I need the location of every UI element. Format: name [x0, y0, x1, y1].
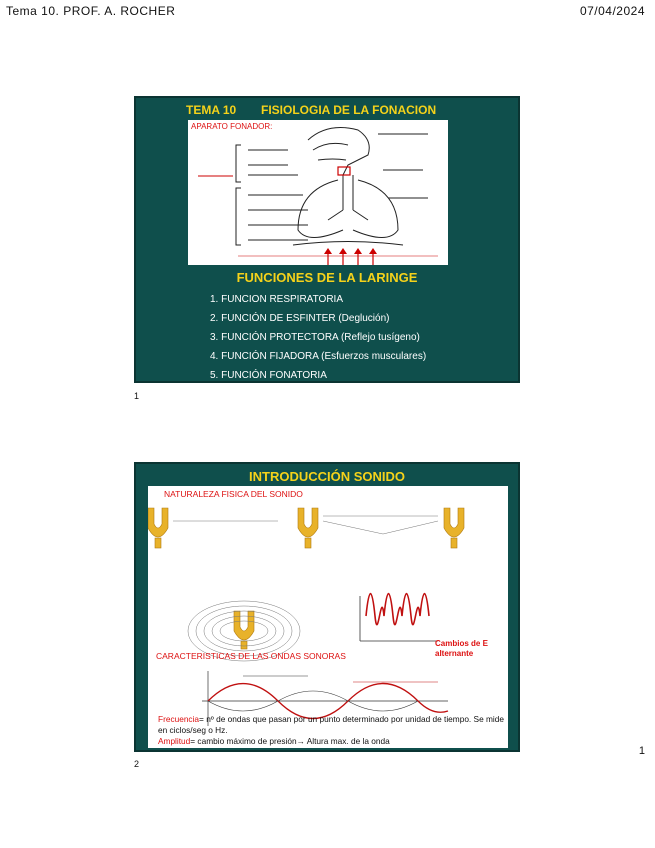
slide-1-subtitle: FUNCIONES DE LA LARINGE — [136, 270, 518, 285]
document-header-date: 07/04/2024 — [580, 4, 645, 18]
sound-wave-diagram: NATURALEZA FISICA DEL SONIDO — [148, 486, 508, 748]
frequency-definition: = nº de ondas que pasan por un punto det… — [158, 714, 504, 735]
list-item: 4. FUNCIÓN FIJADORA (Esfuerzos musculare… — [210, 347, 426, 366]
slide-1: TEMA 10 FISIOLOGIA DE LA FONACION APARAT… — [134, 96, 520, 383]
wave-characteristics-label: CARACTERISTICAS DE LAS ONDAS SONORAS — [156, 651, 346, 661]
amplitude-definition: = cambio máximo de presión→ Altura max. … — [190, 736, 389, 746]
frequency-term: Frecuencia — [158, 714, 199, 724]
list-item: 2. FUNCIÓN DE ESFINTER (Deglución) — [210, 309, 426, 328]
alternating-energy-note: Cambios de E alternante — [435, 639, 495, 659]
slide-1-title: FISIOLOGIA DE LA FONACION — [261, 103, 436, 117]
vocal-apparatus-label: APARATO FONADOR: — [191, 122, 272, 131]
document-header-title: Tema 10. PROF. A. ROCHER — [6, 4, 175, 18]
list-item: 1. FUNCION RESPIRATORIA — [210, 290, 426, 309]
slide-2: INTRODUCCIÓN SONIDO NATURALEZA FISICA DE… — [134, 462, 520, 752]
slide-2-number: 2 — [134, 759, 139, 769]
amplitude-term: Amplitud — [158, 736, 190, 746]
vocal-apparatus-diagram: APARATO FONADOR: — [188, 120, 448, 265]
slide-1-number: 1 — [134, 391, 139, 401]
larynx-functions-list: 1. FUNCION RESPIRATORIA 2. FUNCIÓN DE ES… — [210, 290, 426, 385]
list-item: 3. FUNCIÓN PROTECTORA (Reflejo tusígeno) — [210, 328, 426, 347]
vocal-apparatus-illustration — [188, 120, 448, 265]
sound-wave-illustrations — [148, 486, 508, 748]
slide-2-title: INTRODUCCIÓN SONIDO — [136, 469, 518, 484]
page-number: 1 — [639, 745, 645, 757]
frequency-amplitude-definitions: Frecuencia= nº de ondas que pasan por un… — [158, 714, 504, 747]
list-item: 5. FUNCIÓN FONATORIA — [210, 366, 426, 385]
slide-1-title-topic: TEMA 10 — [186, 103, 236, 117]
